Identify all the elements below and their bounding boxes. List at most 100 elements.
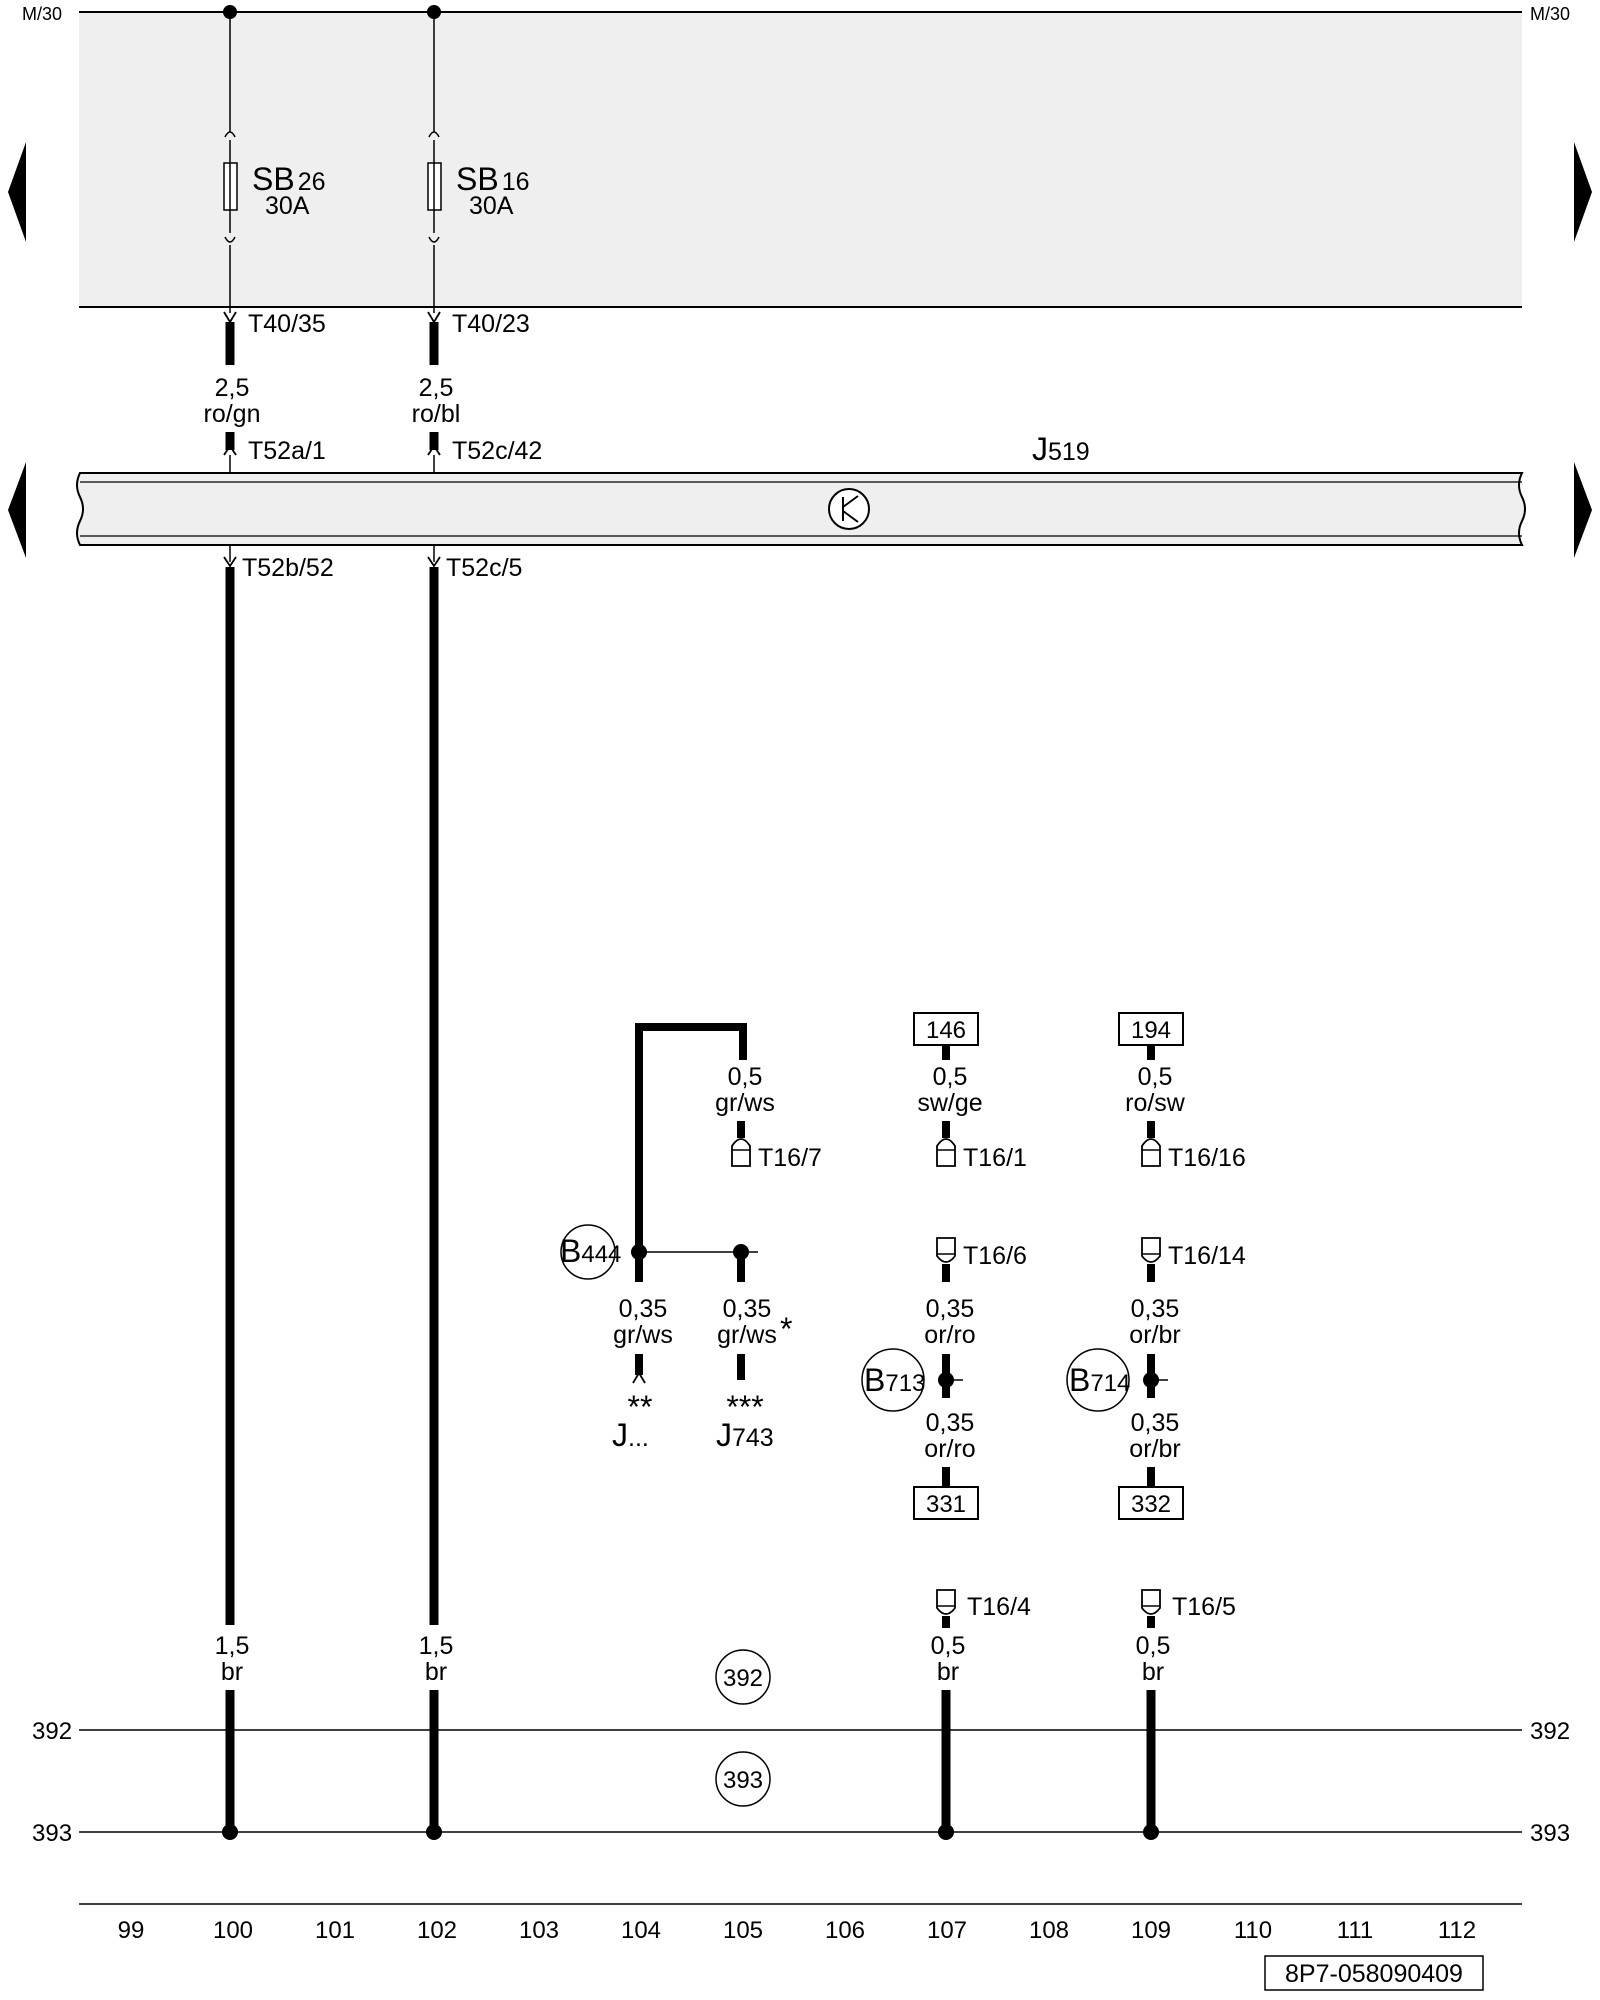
reference-box-331[interactable] [913, 1486, 979, 1520]
column-number: 109 [1131, 1917, 1171, 1944]
wire-color-label: br [1142, 1658, 1164, 1686]
destination-label-j: J... [612, 1417, 649, 1453]
wire-size-label: 2,5 [419, 374, 454, 402]
page-prev-arrow-top[interactable] [8, 142, 26, 242]
destination-mark-j743: *** [726, 1389, 763, 1425]
connector-label-t16-1: T16/1 [963, 1144, 1027, 1172]
column-number: 101 [315, 1917, 355, 1944]
ground-point-393-label: 393 [723, 1767, 763, 1794]
connector-t16-16 [1141, 1138, 1161, 1167]
rail-label-m30-right: M/30 [1530, 4, 1570, 24]
wire-size-label: 1,5 [215, 1632, 250, 1660]
wire-color-label: br [221, 1658, 243, 1686]
connector-label-t52a-1: T52a/1 [248, 437, 326, 465]
wire-color-label: ro/gn [204, 400, 261, 428]
connector-pin-t40-35 [223, 311, 237, 324]
connector-label-t16-5: T16/5 [1172, 1593, 1236, 1621]
column-number: 102 [417, 1917, 457, 1944]
splice-b714-label: B714 [1069, 1362, 1130, 1398]
splice-b714-circle [1066, 1348, 1130, 1412]
junction-dot [1143, 1372, 1159, 1388]
wire-color-label: br [425, 1658, 447, 1686]
connector-label-t40-35: T40/35 [248, 310, 326, 338]
connector-t16-1 [936, 1138, 956, 1167]
connector-label-t16-16: T16/16 [1168, 1144, 1246, 1172]
reference-label-146: 146 [926, 1017, 966, 1044]
wire-color-label: ro/sw [1125, 1089, 1186, 1117]
wire-size-label: 0,35 [1131, 1409, 1180, 1437]
destination-mark-j: ** [628, 1389, 653, 1425]
wire-color-label: or/br [1129, 1435, 1180, 1463]
wire-size-label: 0,35 [1131, 1295, 1180, 1323]
connector-label-t52c-5: T52c/5 [446, 554, 522, 582]
connector-label-t16-7: T16/7 [758, 1144, 822, 1172]
column-number: 105 [723, 1917, 763, 1944]
connector-label-t16-14: T16/14 [1168, 1242, 1246, 1270]
connector-label-t16-4: T16/4 [967, 1593, 1031, 1621]
reference-label-331: 331 [926, 1491, 966, 1518]
connector-pin-t40-23 [427, 311, 441, 324]
fuse-clip-lower [428, 236, 440, 243]
fuse-clip-lower [224, 236, 236, 243]
page-prev-arrow-mid[interactable] [8, 462, 26, 558]
connector-label-t52b-52: T52b/52 [242, 554, 334, 582]
page-next-arrow-mid[interactable] [1574, 462, 1592, 558]
connector-t16-14 [1141, 1237, 1161, 1263]
destination-label-j743: J743 [716, 1417, 774, 1453]
diagram-id-label: 8P7-058090409 [1285, 1960, 1463, 1988]
wire-size-label: 0,35 [723, 1295, 772, 1323]
connector-pin-t52c-42 [427, 444, 441, 456]
rail-label-393-right: 393 [1530, 1820, 1570, 1847]
wire-footnote-mark: * [780, 1311, 792, 1347]
splice-b713-circle [861, 1348, 925, 1412]
transistor-collector [842, 495, 859, 508]
rail-label-m30-left: M/30 [22, 4, 62, 24]
connector-label-t52c-42: T52c/42 [452, 437, 542, 465]
ground-point-392-label: 392 [723, 1665, 763, 1692]
connector-pin-t52c-5 [427, 556, 441, 568]
wire-color-label: or/ro [924, 1321, 975, 1349]
transistor-icon [828, 488, 870, 530]
wire-size-label: 0,5 [933, 1063, 968, 1091]
wire-size-label: 0,5 [931, 1632, 966, 1660]
control-unit-label: J519 [1032, 431, 1090, 467]
ground-point-392-circle [715, 1649, 771, 1705]
column-number: 99 [118, 1917, 145, 1944]
splice-b444-circle [560, 1224, 616, 1280]
column-number: 100 [213, 1917, 253, 1944]
wire-color-label: or/br [1129, 1321, 1180, 1349]
column-number: 111 [1337, 1917, 1373, 1944]
wire-size-label: 0,35 [926, 1409, 975, 1437]
wire-color-label: gr/ws [613, 1321, 673, 1349]
page-next-arrow-top[interactable] [1574, 142, 1592, 242]
junction-dot [938, 1372, 954, 1388]
control-unit-j519 [76, 472, 1526, 546]
rail-label-392-left: 392 [32, 1718, 72, 1745]
wire-size-label: 0,5 [1136, 1632, 1171, 1660]
fuse-clip-upper [428, 131, 440, 138]
reference-box-332[interactable] [1118, 1486, 1184, 1520]
wire-size-label: 2,5 [215, 374, 250, 402]
column-number: 110 [1234, 1917, 1272, 1944]
column-number: 107 [927, 1917, 967, 1944]
reference-label-194: 194 [1131, 1017, 1171, 1044]
wire-size-label: 0,35 [619, 1295, 668, 1323]
wire-color-label: br [937, 1658, 959, 1686]
splice-b713-label: B713 [864, 1362, 925, 1398]
column-number: 112 [1438, 1917, 1476, 1944]
connector-pin-j-dest [632, 1371, 646, 1384]
connector-t16-5 [1141, 1589, 1161, 1615]
connector-pin-t52b-52 [223, 556, 237, 568]
wire-size-label: 0,5 [728, 1063, 763, 1091]
wire-color-label: or/ro [924, 1435, 975, 1463]
connector-label-t16-6: T16/6 [963, 1242, 1027, 1270]
wire-size-label: 1,5 [419, 1632, 454, 1660]
reference-box-194[interactable] [1118, 1012, 1184, 1046]
connector-label-t40-23: T40/23 [452, 310, 530, 338]
wire-color-label: gr/ws [717, 1321, 777, 1349]
fuse-box-area [79, 12, 1522, 307]
connector-pin-t52a-1 [223, 444, 237, 456]
